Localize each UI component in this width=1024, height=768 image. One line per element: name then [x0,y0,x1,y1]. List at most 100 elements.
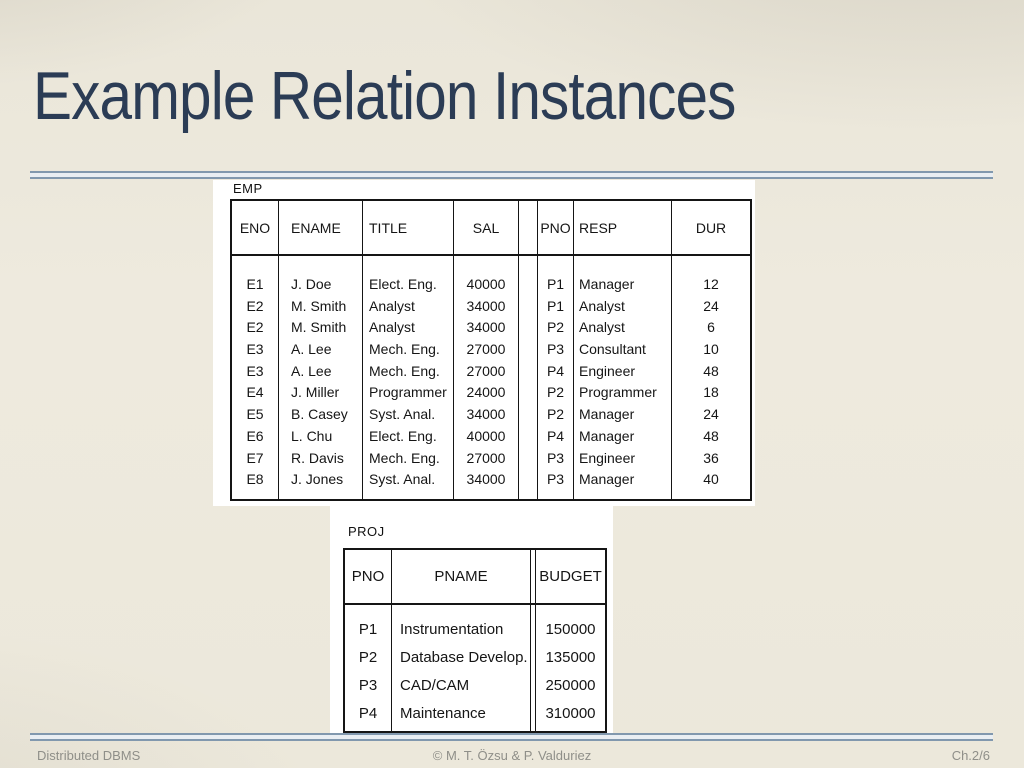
cell-value: 10 [703,341,719,358]
emp-header-pno: PNO [538,201,574,254]
emp-header-sal: SAL [454,201,519,254]
cell-value: 34000 [466,319,506,336]
cell-value: E5 [246,406,264,423]
cell-value: 36 [703,449,719,466]
cell-value: 135000 [545,649,596,666]
cell-value: Maintenance [400,705,486,722]
cell-value: A. Lee [291,362,332,379]
cell-value: 34000 [466,406,506,423]
cell-value: Analyst [579,319,625,336]
cell-value: P1 [546,276,565,292]
cell-value: 6 [707,319,715,336]
cell-value: E3 [246,341,264,358]
cell-value: M. Smith [291,297,347,314]
footer-separator-line [30,733,993,741]
cell-value: Elect. Eng. [369,427,437,444]
cell-value: P2 [546,406,565,423]
cell-value: 18 [703,384,719,401]
emp-table-label: EMP [233,181,263,196]
cell-value: Mech. Eng. [369,362,440,379]
cell-value: Manager [579,406,635,423]
cell-value: E6 [246,427,264,444]
proj-column-gap [531,550,536,603]
emp-header-resp: RESP [574,201,672,254]
cell-value: P3 [546,449,565,466]
cell-value: P2 [546,319,565,336]
cell-value: 310000 [545,705,596,722]
cell-value: Manager [579,276,635,292]
page-title: Example Relation Instances [33,58,736,134]
emp-column: J. Doe M. Smith M. Smith A. Lee A. Lee J. Mil… [279,256,363,499]
cell-value: E2 [246,319,264,336]
cell-value: P4 [546,362,565,379]
cell-value: Mech. Eng. [369,341,440,358]
cell-value: 24000 [466,384,506,401]
cell-value: Instrumentation [400,621,504,638]
title-separator-line [30,171,993,179]
emp-column-gap [519,201,538,254]
cell-value: 12 [703,276,719,292]
footer-page-number: Ch.2/6 [951,748,990,763]
emp-header-dur: DUR [695,219,727,236]
cell-value: Manager [579,471,635,488]
proj-column [531,605,536,731]
cell-value: Analyst [369,319,415,336]
cell-value: R. Davis [291,449,344,466]
cell-value: P2 [358,649,378,666]
cell-value: 24 [703,406,719,423]
cell-value: J. Miller [291,384,340,401]
cell-value: P2 [546,384,565,401]
cell-value: Programmer [369,384,447,401]
cell-value: Engineer [579,362,636,379]
proj-header-pno: PNO [345,550,392,603]
cell-value: B. Casey [291,406,348,423]
cell-value: A. Lee [291,341,332,358]
cell-value: Elect. Eng. [369,276,437,292]
cell-value: 34000 [466,471,506,488]
emp-column [519,256,538,499]
cell-value: 40000 [466,427,506,444]
emp-column: 40000 34000 34000 27000 27000 24000 34000 40000… [454,256,519,499]
cell-value: P3 [546,471,565,488]
emp-header-title: TITLE [363,201,454,254]
cell-value: 27000 [466,449,506,466]
cell-value: 48 [703,427,719,444]
cell-value: 34000 [466,297,506,314]
cell-value: Engineer [579,449,636,466]
cell-value: M. Smith [291,319,347,336]
cell-value: 27000 [466,362,506,379]
cell-value: Syst. Anal. [369,471,436,488]
cell-value: 48 [703,362,719,379]
cell-value: E4 [246,384,264,401]
cell-value: E2 [246,297,264,314]
cell-value: P3 [546,341,565,358]
cell-value: J. Doe [291,276,332,292]
cell-value: E3 [246,362,264,379]
cell-value: 40000 [466,276,506,292]
cell-value: Programmer [579,384,657,401]
cell-value: 40 [703,471,719,488]
proj-header-budget: BUDGET [539,568,602,585]
cell-value: P1 [546,297,565,314]
cell-value: E8 [246,471,264,488]
cell-value: Analyst [579,297,625,314]
cell-value: P1 [358,621,378,638]
footer-book-title: Distributed DBMS [37,748,141,763]
emp-header-ename: ENAME [279,201,363,254]
footer-copyright: © M. T. Özsu & P. Valduriez [432,748,592,763]
cell-value: Consultant [579,341,646,358]
cell-value: Mech. Eng. [369,449,440,466]
